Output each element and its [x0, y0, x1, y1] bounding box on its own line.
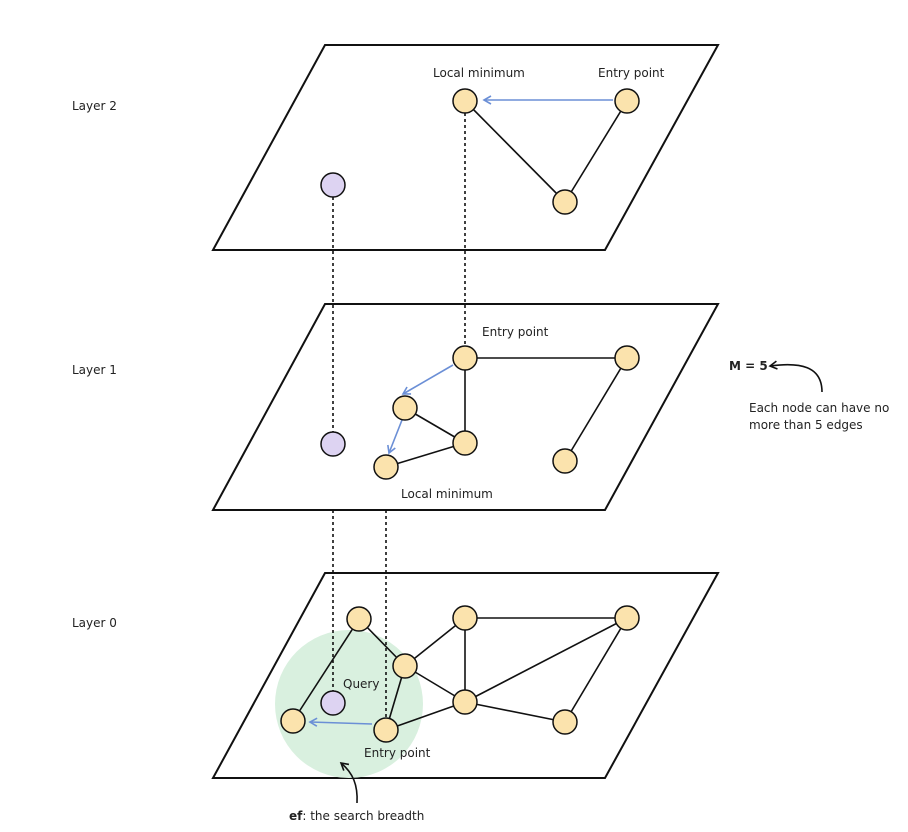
l1-edge [564, 357, 628, 462]
l0-edge [464, 617, 628, 703]
node-l0 [452, 689, 478, 715]
l1-edge [385, 442, 466, 468]
layer-2-plane [211, 44, 720, 251]
node-entry-point-l1 [452, 345, 478, 371]
query-node-l1 [320, 431, 346, 457]
ef-annotation-arrow [339, 761, 358, 804]
layer-2-label: Layer 2 [72, 99, 117, 113]
l0-query-label: Query [343, 677, 379, 691]
l2-local-minimum-label: Local minimum [433, 66, 525, 80]
node-local-minimum-l1 [373, 454, 399, 480]
l0-edge [385, 701, 466, 731]
node-l1 [452, 430, 478, 456]
ef-annotation-label: ef: the search breadth [289, 809, 424, 823]
l0-edge [564, 617, 628, 723]
l0-edge [292, 618, 360, 722]
l2-entry-point-label: Entry point [598, 66, 665, 80]
layer-0-label: Layer 0 [72, 616, 117, 630]
layer-1-label: Layer 1 [72, 363, 117, 377]
m-description-line2: more than 5 edges [749, 418, 863, 432]
l2-edge [464, 100, 566, 203]
l1-search-arrow-2 [387, 419, 403, 455]
l0-search-arrow [308, 717, 373, 727]
l1-search-arrow-1 [401, 364, 454, 395]
l1-local-minimum-label: Local minimum [401, 487, 493, 501]
ef-term: ef [289, 809, 303, 823]
node-l0 [280, 708, 306, 734]
l1-entry-point-label: Entry point [482, 325, 549, 339]
node-l1 [392, 395, 418, 421]
node-entry-point-l2 [614, 88, 640, 114]
node-l2 [552, 189, 578, 215]
m-description-line1: Each node can have no [749, 401, 889, 415]
node-local-minimum-l2 [452, 88, 478, 114]
l0-edge [464, 701, 566, 723]
l2-edge [564, 100, 628, 203]
query-node-l2 [320, 172, 346, 198]
l0-edge [404, 617, 466, 667]
query-node-l0 [320, 690, 346, 716]
node-l0 [392, 653, 418, 679]
m-value-label: M = 5 [729, 359, 768, 373]
node-entry-point-l0 [373, 717, 399, 743]
node-l0 [614, 605, 640, 631]
node-l1 [614, 345, 640, 371]
l0-entry-point-label: Entry point [364, 746, 431, 760]
node-l1 [552, 448, 578, 474]
ef-description: : the search breadth [302, 809, 424, 823]
node-l0 [346, 606, 372, 632]
node-l0 [552, 709, 578, 735]
node-l0 [452, 605, 478, 631]
m-annotation-arrow [768, 360, 823, 393]
